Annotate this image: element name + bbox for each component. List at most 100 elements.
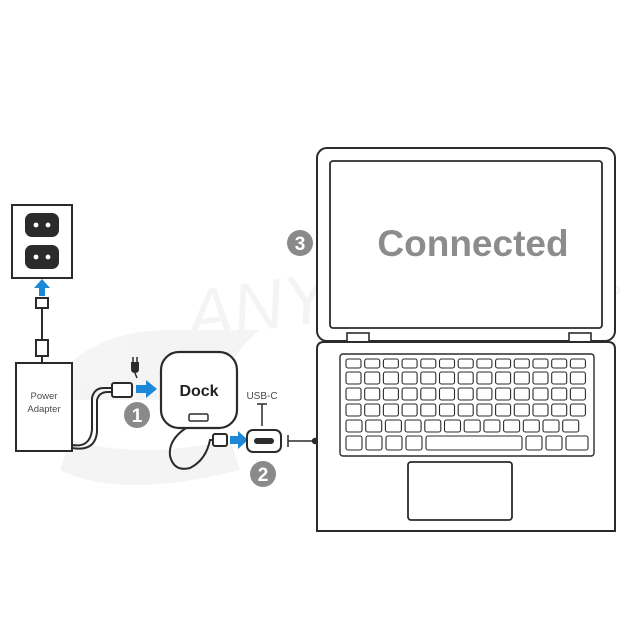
keyboard-key	[438, 371, 456, 385]
laptop-link-line	[287, 435, 319, 447]
keyboard-key	[382, 403, 399, 417]
dock-cable	[168, 427, 228, 470]
keyboard-key	[365, 435, 383, 451]
keyboard-key	[382, 358, 399, 369]
keyboard-key	[401, 371, 418, 385]
keyboard-key	[569, 403, 586, 417]
keyboard-key	[345, 371, 362, 385]
arrow-right-icon	[230, 431, 248, 449]
wall-outlet	[11, 204, 73, 279]
step-number-1: 1	[132, 406, 143, 427]
dock-icon	[159, 350, 239, 430]
keyboard-key	[438, 387, 456, 401]
keyboard-key	[345, 358, 362, 369]
keyboard-key	[457, 371, 474, 385]
keyboard-key	[345, 387, 362, 401]
keyboard-key	[476, 403, 493, 417]
keyboard-key	[503, 419, 521, 433]
keyboard-key	[364, 371, 381, 385]
keyboard-key	[542, 419, 560, 433]
keyboard-key	[532, 358, 549, 369]
keyboard-key	[345, 419, 363, 433]
step-badge-1: 1	[124, 402, 150, 428]
keyboard-key	[513, 387, 530, 401]
keyboard-key	[532, 387, 549, 401]
keyboard-key	[345, 435, 363, 451]
laptop-icon	[316, 147, 616, 532]
keyboard-key	[438, 358, 456, 369]
keyboard-key	[476, 371, 493, 385]
keyboard-key	[522, 419, 540, 433]
keyboard-key	[364, 358, 381, 369]
keyboard-key	[457, 403, 474, 417]
keyboard-key	[532, 403, 549, 417]
arrow-right-icon	[136, 380, 157, 398]
keyboard-key	[513, 403, 530, 417]
keyboard-key	[551, 371, 568, 385]
keyboard-key	[495, 387, 512, 401]
keyboard-key	[569, 358, 586, 369]
keyboard-key	[483, 419, 501, 433]
keyboard-key	[420, 358, 437, 369]
connected-status: Connected	[377, 223, 568, 264]
step-badge-3: 3	[287, 230, 313, 256]
adapter-label-line1: Power	[31, 391, 58, 402]
keyboard-key	[476, 358, 493, 369]
keyboard-key	[401, 358, 418, 369]
keyboard-key	[562, 419, 580, 433]
keyboard-key	[569, 387, 586, 401]
keyboard-key	[420, 371, 437, 385]
dock-port	[188, 413, 209, 422]
keyboard-key	[364, 403, 381, 417]
keyboard-key	[385, 435, 403, 451]
keyboard-keys	[345, 358, 589, 451]
step-badge-2: 2	[250, 461, 276, 487]
keyboard-key	[424, 419, 442, 433]
keyboard-key	[401, 387, 418, 401]
keyboard-key	[532, 371, 549, 385]
keyboard-key	[565, 435, 589, 451]
keyboard-key	[551, 358, 568, 369]
usb-c-pointer	[257, 403, 267, 426]
keyboard-key	[513, 358, 530, 369]
power-plug-icon	[35, 297, 49, 363]
keyboard-key	[569, 371, 586, 385]
power-adapter: Power Adapter	[15, 362, 73, 452]
keyboard-key	[545, 435, 563, 451]
keyboard-key	[476, 387, 493, 401]
keyboard-key	[420, 387, 437, 401]
keyboard-key	[457, 358, 474, 369]
keyboard-key	[495, 371, 512, 385]
keyboard-key	[401, 403, 418, 417]
keyboard-key	[420, 403, 437, 417]
keyboard-key	[525, 435, 543, 451]
dock-label: Dock	[179, 383, 218, 400]
keyboard-key	[495, 403, 512, 417]
dock: Dock	[159, 350, 239, 430]
adapter-body	[15, 362, 73, 452]
keyboard-key	[463, 419, 481, 433]
keyboard-key	[382, 387, 399, 401]
adapter-label-line2: Adapter	[27, 404, 60, 415]
keyboard-key	[365, 419, 383, 433]
adapter-cable	[71, 382, 133, 450]
keyboard-key	[457, 387, 474, 401]
keyboard-key	[513, 371, 530, 385]
keyboard-key	[438, 403, 456, 417]
step-number-2: 2	[258, 465, 269, 486]
laptop-screen	[329, 160, 603, 329]
keyboard-key	[425, 435, 523, 451]
plug-icon	[131, 357, 139, 379]
trackpad	[407, 461, 513, 521]
step-number-3: 3	[295, 234, 306, 255]
usb-c-label: USB-C	[246, 391, 277, 402]
keyboard-key	[443, 419, 462, 433]
keyboard-key	[405, 435, 423, 451]
keyboard-key	[364, 387, 381, 401]
keyboard-key	[404, 419, 422, 433]
keyboard-key	[345, 403, 362, 417]
arrow-up-icon	[34, 279, 50, 296]
keyboard-key	[495, 358, 512, 369]
keyboard-key	[551, 387, 568, 401]
